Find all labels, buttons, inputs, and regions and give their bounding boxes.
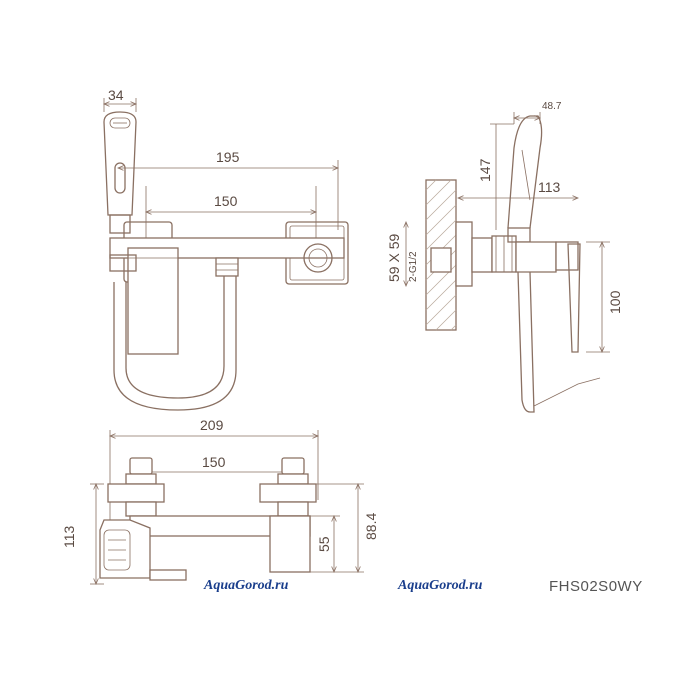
dim-150-front-label: 150: [202, 454, 226, 470]
side-view: 147 48.7 113 59 X 59 2-G1/2 100: [386, 101, 623, 413]
dim-thread-label: 2-G1/2: [408, 251, 419, 282]
dim-55-label: 55: [316, 536, 332, 552]
handshower: [103, 111, 137, 234]
dim-flange-label: 59 X 59: [386, 234, 402, 282]
dim-209-label: 209: [200, 417, 224, 433]
dim-147-label: 147: [477, 158, 493, 182]
dim-113-side-label: 113: [538, 179, 561, 195]
top-view: 34 195 150: [103, 87, 349, 411]
dim-195-label: 195: [216, 149, 240, 165]
dim-48-7-label: 48.7: [542, 101, 562, 112]
watermark-left: AquaGorod.ru: [204, 578, 289, 593]
dim-150-top-label: 150: [214, 193, 238, 209]
front-view: 209 150 113 55 88.4: [61, 417, 379, 584]
watermark-right: AquaGorod.ru: [398, 578, 483, 593]
dim-34-label: 34: [108, 87, 124, 103]
dim-88-4-label: 88.4: [363, 513, 379, 540]
dim-100-label: 100: [607, 290, 623, 314]
model-code: FHS02S0WY: [549, 578, 643, 595]
dim-113-front-label: 113: [61, 525, 77, 548]
